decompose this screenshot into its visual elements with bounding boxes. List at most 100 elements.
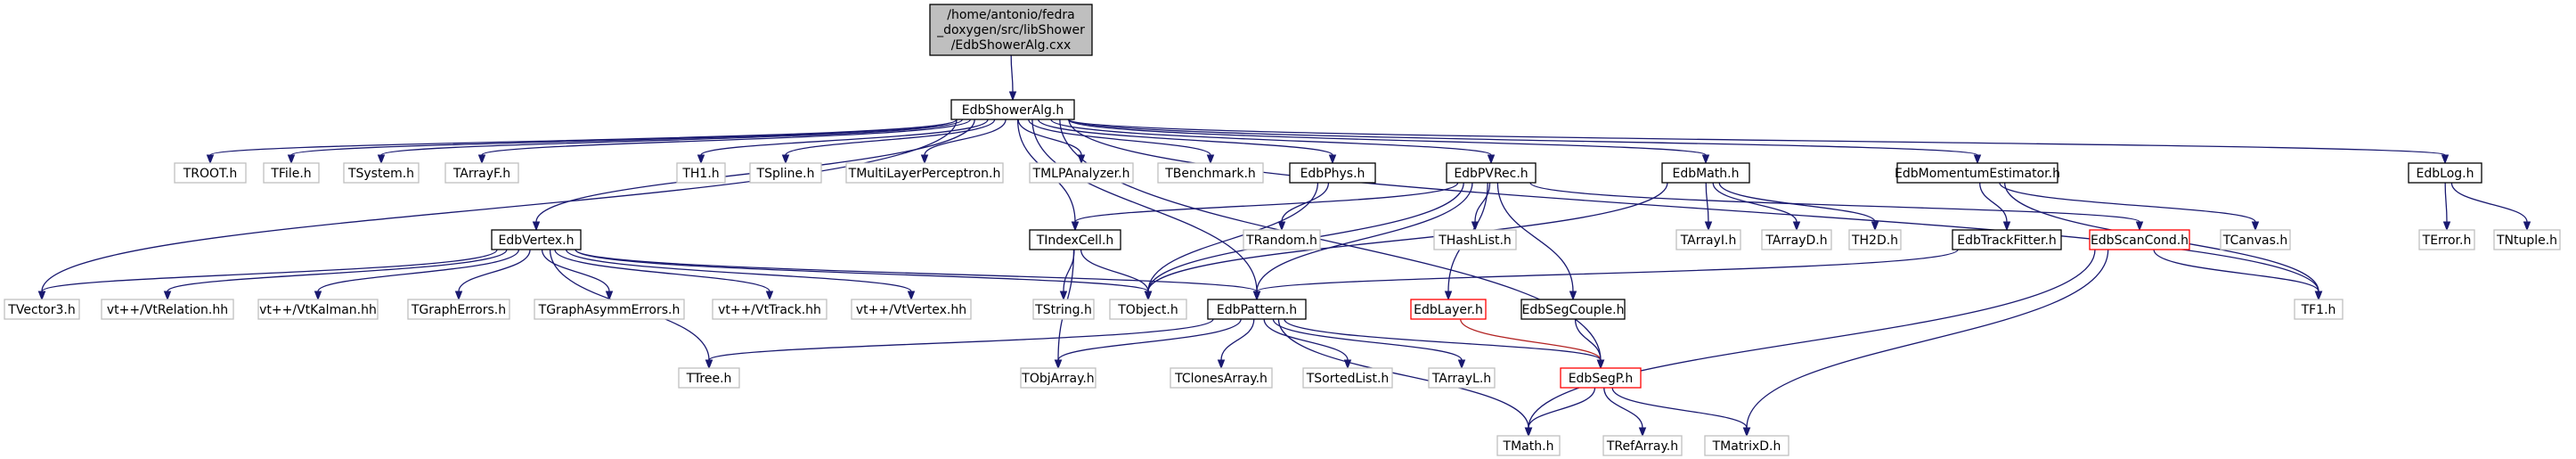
node-label-tfile: TFile.h	[270, 167, 311, 181]
node-th2d: TH2D.h	[1848, 229, 1902, 250]
node-label-troot: TROOT.h	[183, 167, 238, 181]
edge-edbpvrec-to-tindexcell	[1071, 182, 1459, 232]
edge-edbpvrec-to-edbscancond	[1529, 182, 2144, 232]
node-label-th2d: TH2D.h	[1851, 234, 1898, 248]
node-label-tmlp: TMultiLayerPerceptron.h	[848, 167, 1001, 181]
edge-edbpattern-to-tobjarray	[1054, 318, 1242, 370]
edge-edbscancond-to-tmath	[1524, 249, 2096, 438]
edge-main-to-edbphys	[1038, 119, 1337, 165]
node-label-tstring: TString.h	[1034, 303, 1092, 317]
node-tclonesarray: TClonesArray.h	[1170, 367, 1273, 389]
node-label-main: EdbShowerAlg.h	[962, 103, 1064, 118]
edge-main-to-tarrayf	[477, 119, 971, 165]
edge-main-to-tf1	[1068, 119, 2323, 301]
node-label-terror: TError.h	[2422, 234, 2472, 248]
node-label-ttree: TTree.h	[686, 372, 732, 386]
edge-edblog-to-tntuple	[2450, 182, 2531, 232]
node-vttrack: vt++/VtTrack.hh	[712, 299, 827, 320]
node-tvector3: TVector3.h	[4, 299, 80, 320]
edge-edbpattern-to-ttree	[705, 318, 1214, 370]
edge-root-to-main	[1008, 54, 1017, 102]
node-edbvertex: EdbVertex.h	[491, 229, 582, 250]
node-label-tmath: TMath.h	[1503, 439, 1554, 454]
node-troot: TROOT.h	[174, 162, 247, 184]
node-label-edbpattern: EdbPattern.h	[1217, 303, 1297, 317]
node-tmath: TMath.h	[1496, 435, 1561, 456]
node-tf1: TF1.h	[2294, 299, 2344, 320]
node-label-tarrayf: TArrayF.h	[452, 167, 510, 181]
edge-main-to-tbench	[1028, 119, 1215, 165]
edge-edbpattern-to-tsortedlist	[1263, 318, 1352, 370]
node-label-tclonesarray: TClonesArray.h	[1174, 372, 1268, 386]
node-label-edbsegcouple: EdbSegCouple.h	[1522, 303, 1625, 317]
edge-edbsegp-to-trefarray	[1603, 387, 1647, 438]
node-tntuple: TNtuple.h	[2493, 229, 2561, 250]
edge-edbvertex-to-tvector3	[37, 249, 498, 301]
node-label-tsystem: TSystem.h	[347, 167, 414, 181]
edge-edbmom-to-tcanvas	[1999, 182, 2260, 232]
edge-edbvertex-to-vtrelation	[163, 249, 508, 301]
edge-main-to-edbpattern	[1031, 119, 1261, 301]
edge-edbsegcouple-to-edbsegp	[1574, 318, 1605, 370]
node-vtvertex: vt++/VtVertex.hh	[851, 299, 972, 320]
node-edbpvrec: EdbPVRec.h	[1446, 162, 1537, 184]
node-edbsegcouple: EdbSegCouple.h	[1520, 299, 1626, 320]
node-label-thashlist: THashList.h	[1438, 234, 1512, 248]
node-label-tntuple: TNtuple.h	[2496, 234, 2557, 248]
node-label-tf1: TF1.h	[2301, 303, 2336, 317]
node-edbsegp: EdbSegP.h	[1560, 367, 1642, 389]
nodes-layer: /home/antonio/fedra _doxygen/src/libShow…	[4, 4, 2561, 456]
node-edbtrackfitter: EdbTrackFitter.h	[1952, 229, 2062, 250]
edge-edbmath-to-tarrayi	[1704, 182, 1713, 232]
node-main: EdbShowerAlg.h	[950, 99, 1075, 120]
edge-edbvertex-to-vtvertex	[566, 249, 916, 301]
node-tarrayd: TArrayD.h	[1761, 229, 1832, 250]
node-label-edblayer: EdbLayer.h	[1414, 303, 1483, 317]
edge-edbsegp-to-tmath	[1524, 387, 1596, 438]
edge-main-to-tmlpan	[1017, 119, 1086, 165]
node-label-tobject: TObject.h	[1117, 303, 1178, 317]
node-label-edblog: EdbLog.h	[2417, 167, 2474, 181]
node-label-edbscancond: EdbScanCond.h	[2091, 234, 2189, 248]
node-label-tsortedlist: TSortedList.h	[1306, 372, 1390, 386]
node-label-tbench: TBenchmark.h	[1164, 167, 1256, 181]
node-tarrayl: TArrayL.h	[1428, 367, 1496, 389]
node-label-tmatrixd: TMatrixD.h	[1712, 439, 1781, 454]
edge-main-to-tspline	[781, 119, 996, 165]
edge-edbphys-to-trandom	[1277, 182, 1330, 232]
node-tgraphasymm: TGraphAsymmErrors.h	[534, 299, 685, 320]
node-trefarray: TRefArray.h	[1602, 435, 1683, 456]
node-label-edbmath: EdbMath.h	[1673, 167, 1740, 181]
edge-edbmath-to-th2d	[1718, 182, 1879, 232]
node-label-th1: TH1.h	[681, 167, 719, 181]
root-label-line-1: /home/antonio/fedra	[947, 8, 1074, 22]
edge-main-to-tsystem	[377, 119, 963, 165]
node-label-tobjarray: TObjArray.h	[1021, 372, 1094, 386]
node-label-tindexcell: TIndexCell.h	[1036, 234, 1114, 248]
edge-edbscancond-to-tf1	[2153, 249, 2323, 301]
node-tmatrixd: TMatrixD.h	[1704, 435, 1789, 456]
edge-edbvertex-to-tgraphasymm	[541, 249, 614, 301]
node-label-tarrayl: TArrayL.h	[1431, 372, 1491, 386]
edge-edbtrackfitter-to-edbpattern	[1252, 249, 1959, 301]
edge-edbpattern-to-tclonesarray	[1217, 318, 1255, 370]
node-tindexcell: TIndexCell.h	[1029, 229, 1121, 250]
node-tarrayi: TArrayI.h	[1675, 229, 1741, 250]
edge-edbmath-to-tarrayd	[1712, 182, 1801, 232]
node-tspline: TSpline.h	[749, 162, 822, 184]
node-vtkalman: vt++/VtKalman.hh	[257, 299, 379, 320]
node-label-tgrapherrors: TGraphErrors.h	[411, 303, 506, 317]
node-label-tspline: TSpline.h	[756, 167, 815, 181]
node-label-tmlpan: TMLPAnalyzer.h	[1032, 167, 1130, 181]
node-tmlp: TMultiLayerPerceptron.h	[845, 162, 1004, 184]
node-label-tvector3: TVector3.h	[7, 303, 75, 317]
root-label-line-3: /EdbShowerAlg.cxx	[951, 38, 1072, 53]
node-label-trandom: TRandom.h	[1245, 234, 1317, 248]
node-tsortedlist: TSortedList.h	[1302, 367, 1393, 389]
edge-edbvertex-to-vttrack	[554, 249, 774, 301]
node-edbphys: EdbPhys.h	[1289, 162, 1376, 184]
node-label-tcanvas: TCanvas.h	[2222, 234, 2287, 248]
edge-main-to-edbmath	[1067, 119, 1710, 165]
node-tbench: TBenchmark.h	[1157, 162, 1264, 184]
node-label-edbtrackfitter: EdbTrackFitter.h	[1957, 234, 2057, 248]
